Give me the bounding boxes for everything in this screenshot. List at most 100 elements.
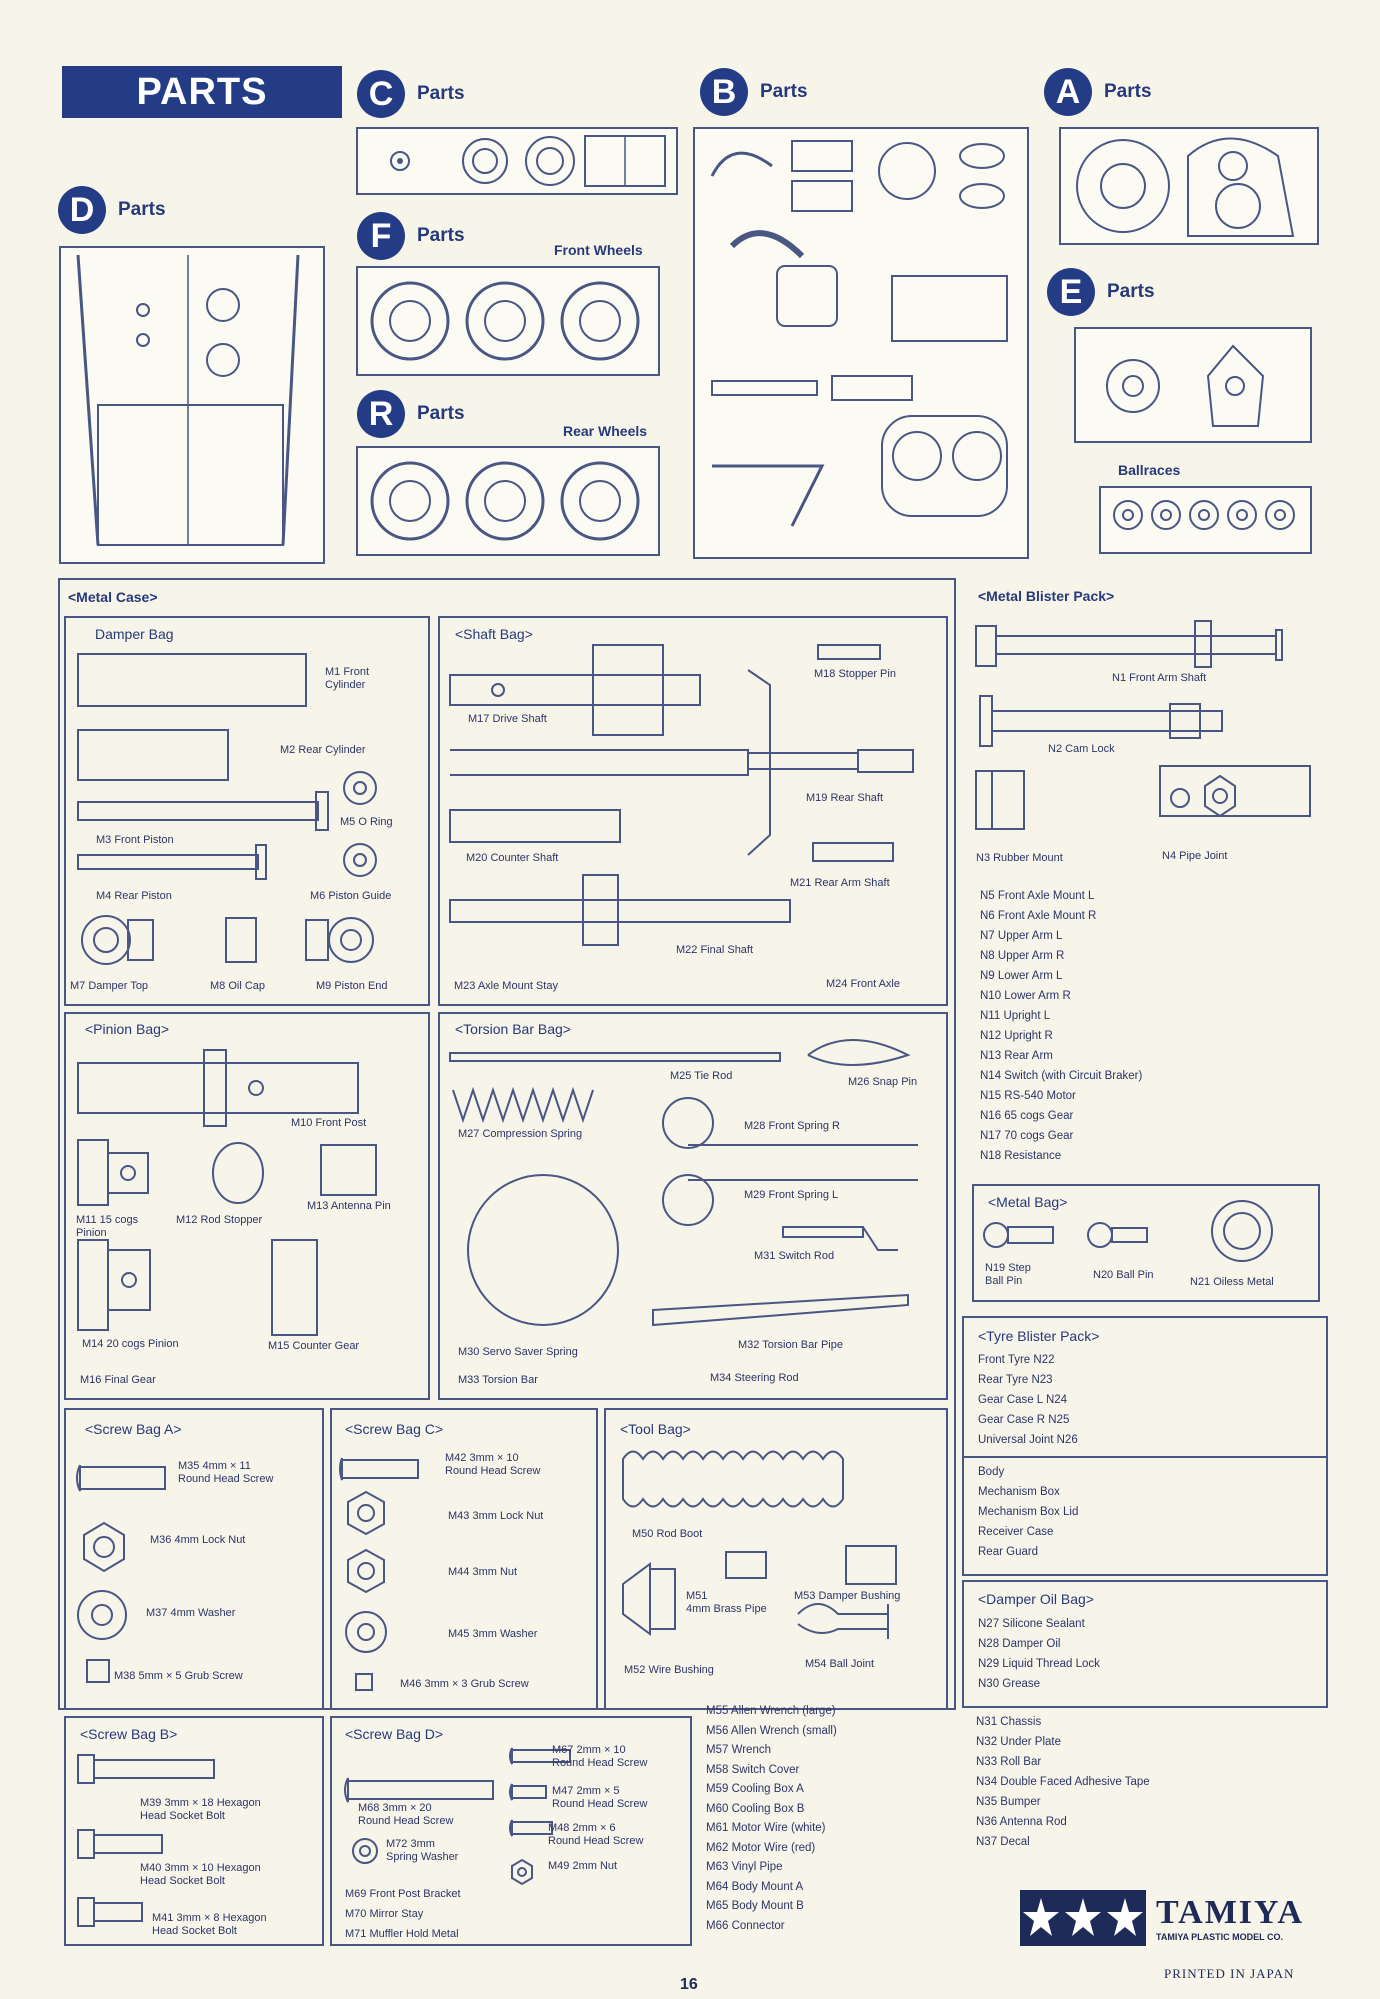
tamiya-name: TAMIYA <box>1156 1894 1305 1931</box>
label-m4: M4 Rear Piston <box>96 890 172 902</box>
section-e-label: Parts <box>1107 281 1155 302</box>
label-m50: M50 Rod Boot <box>632 1528 703 1540</box>
damper-bag-box <box>64 616 430 1006</box>
list-item: N33 Roll Bar <box>976 1756 1042 1768</box>
list-item: Rear Tyre N23 <box>978 1374 1053 1386</box>
front-wheels-caption: Front Wheels <box>554 242 643 258</box>
sprue-b-drawing <box>693 127 1029 559</box>
section-b-badge: B <box>700 68 748 116</box>
label-m15: M15 Counter Gear <box>268 1340 360 1352</box>
section-r-label: Parts <box>417 403 465 424</box>
label-m24: M24 Front Axle <box>826 978 900 990</box>
sprue-c-drawing <box>356 127 678 195</box>
sprue-a-drawing <box>1059 127 1319 245</box>
list-item: M55 Allen Wrench (large) <box>706 1705 836 1717</box>
shaft-bag-drawing <box>449 644 914 946</box>
section-d-label: Parts <box>118 199 166 220</box>
label-m71: M71 Muffler Hold Metal <box>345 1928 459 1940</box>
list-item: N12 Upright R <box>980 1030 1053 1042</box>
sprue-f-drawing <box>356 266 660 376</box>
list-item: N36 Antenna Rod <box>976 1816 1067 1828</box>
damper-oil-list: N27 Silicone Sealant N28 Damper Oil N29 … <box>978 1614 1100 1694</box>
list-item: M66 Connector <box>706 1919 785 1932</box>
label-m67: M67 2mm × 10 Round Head Screw <box>552 1744 648 1769</box>
label-m40: M40 3mm × 10 Hexagon Head Socket Bolt <box>140 1862 261 1887</box>
label-m17: M17 Drive Shaft <box>468 713 547 725</box>
label-m46: M46 3mm × 3 Grub Screw <box>400 1678 529 1690</box>
label-m36: M36 4mm Lock Nut <box>150 1534 246 1546</box>
label-m27: M27 Compression Spring <box>458 1128 583 1140</box>
section-b-heading: B Parts <box>700 68 808 116</box>
metal-case-title: <Metal Case> <box>68 589 158 605</box>
label-m69: M69 Front Post Bracket <box>345 1888 461 1900</box>
tool-list: M55 Allen Wrench (large) M56 Allen Wrenc… <box>706 1702 837 1936</box>
list-item: Front Tyre N22 <box>978 1354 1055 1366</box>
label-m52: M52 Wire Bushing <box>624 1664 714 1676</box>
tyre-blister-list: Front Tyre N22 Rear Tyre N23 Gear Case L… <box>978 1350 1078 1450</box>
damper-bag-title: Damper Bag <box>95 626 174 642</box>
list-item: Receiver Case <box>978 1526 1054 1538</box>
shaft-bag-title: <Shaft Bag> <box>455 626 533 642</box>
list-item: N10 Lower Arm R <box>980 990 1071 1002</box>
list-item: M60 Cooling Box B <box>706 1802 805 1815</box>
label-m48: M48 2mm × 6 Round Head Screw <box>548 1822 644 1847</box>
label-m43: M43 3mm Lock Nut <box>448 1510 544 1522</box>
section-e-badge: E <box>1047 268 1095 316</box>
misc-list: N31 Chassis N32 Under Plate N33 Roll Bar… <box>976 1712 1150 1852</box>
list-item: N35 Bumper <box>976 1796 1041 1808</box>
damper-oil-box <box>962 1580 1328 1708</box>
sprue-d-drawing <box>59 246 325 564</box>
section-f-heading: F Parts <box>357 212 465 260</box>
rear-wheels-caption: Rear Wheels <box>563 423 648 439</box>
label-m28: M28 Front Spring R <box>744 1120 840 1132</box>
tyre-blister-box <box>962 1316 1328 1458</box>
label-m37: M37 4mm Washer <box>146 1607 236 1619</box>
section-r-badge: R <box>357 390 405 438</box>
metal-bag-title: <Metal Bag> <box>988 1194 1068 1210</box>
label-m26: M26 Snap Pin <box>848 1076 918 1088</box>
label-m9: M9 Piston End <box>316 980 388 992</box>
list-item: N14 Switch (with Circuit Braker) <box>980 1070 1143 1082</box>
tool-bag-drawing <box>622 1450 897 1639</box>
list-item: Mechanism Box Lid <box>978 1506 1079 1518</box>
label-m23: M23 Axle Mount Stay <box>454 980 558 992</box>
label-n3: N3 Rubber Mount <box>976 852 1063 864</box>
list-item: M65 Body Mount B <box>706 1900 804 1912</box>
tamiya-sub: TAMIYA PLASTIC MODEL CO. <box>1156 1932 1284 1942</box>
label-n21: N21 Oiless Metal <box>1190 1276 1274 1288</box>
list-item: M63 Vinyl Pipe <box>706 1861 783 1873</box>
section-b-label: Parts <box>760 81 808 102</box>
label-n1: N1 Front Arm Shaft <box>1112 672 1207 684</box>
list-item: N28 Damper Oil <box>978 1638 1061 1650</box>
section-c-heading: C Parts <box>357 70 465 118</box>
screw-bag-c-title: <Screw Bag C> <box>345 1421 444 1437</box>
screw-bag-a-box <box>64 1408 324 1710</box>
label-n2: N2 Cam Lock <box>1048 743 1115 755</box>
torsion-bag-title: <Torsion Bar Bag> <box>455 1021 571 1037</box>
sprue-r-drawing <box>356 446 660 556</box>
list-item: Gear Case R N25 <box>978 1414 1070 1426</box>
list-item: M57 Wrench <box>706 1744 771 1756</box>
tool-bag-box <box>604 1408 948 1710</box>
screw-bag-b-title: <Screw Bag B> <box>80 1726 178 1742</box>
label-n20: N20 Ball Pin <box>1093 1269 1154 1281</box>
list-item: N29 Liquid Thread Lock <box>978 1658 1100 1670</box>
label-m44: M44 3mm Nut <box>448 1566 518 1578</box>
label-m1: M1 Front Cylinder <box>325 666 370 691</box>
ballraces-caption: Ballraces <box>1118 462 1181 478</box>
printed-in-japan: PRINTED IN JAPAN <box>1164 1966 1295 1981</box>
list-item: N11 Upright L <box>980 1010 1051 1022</box>
label-n4: N4 Pipe Joint <box>1162 850 1228 862</box>
label-m5: M5 O Ring <box>340 816 393 828</box>
label-m25: M25 Tie Rod <box>670 1070 733 1082</box>
label-m54: M54 Ball Joint <box>805 1658 875 1670</box>
list-item: N8 Upper Arm R <box>980 950 1065 962</box>
label-m38: M38 5mm × 5 Grub Screw <box>114 1670 243 1682</box>
section-d-heading: D Parts <box>58 186 166 234</box>
list-item: M61 Motor Wire (white) <box>706 1822 826 1834</box>
list-item: N7 Upper Arm L <box>980 930 1063 942</box>
screw-bag-d-title: <Screw Bag D> <box>345 1726 444 1742</box>
label-m3: M3 Front Piston <box>96 834 174 846</box>
list-item: M64 Body Mount A <box>706 1880 804 1893</box>
list-item: N6 Front Axle Mount R <box>980 910 1097 922</box>
